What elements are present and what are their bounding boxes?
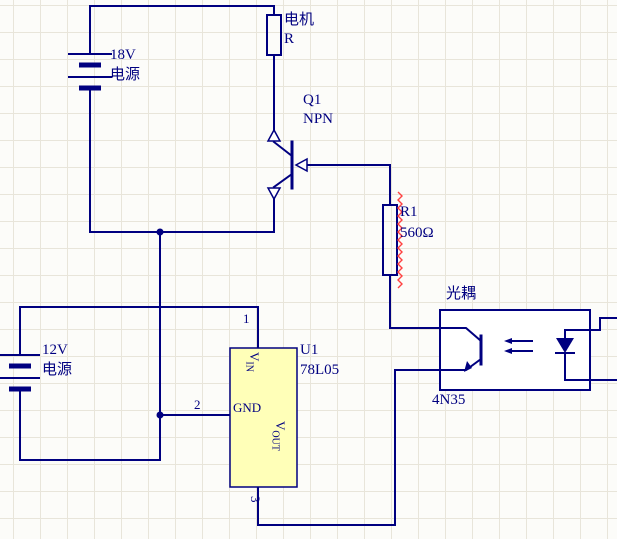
opto-led-icon xyxy=(555,317,617,381)
bat18-name-label: 电源 xyxy=(110,67,141,83)
bat18-voltage-label: 18V xyxy=(110,47,136,63)
opto-phototransistor-icon xyxy=(439,327,483,372)
motor-ref-label: R xyxy=(284,31,295,47)
resistor-r1[interactable] xyxy=(382,204,398,276)
ic-78l05-body[interactable] xyxy=(229,347,298,488)
opto-part-label: 4N35 xyxy=(432,392,466,408)
u1-vin-pin-name: VIN xyxy=(243,352,262,372)
battery-18v[interactable] xyxy=(68,53,112,91)
u1-vout-pin-name: VOUT xyxy=(269,421,288,451)
bat12-voltage-label: 12V xyxy=(42,342,68,358)
transistor-q1[interactable] xyxy=(266,128,308,201)
vin-subscript: IN xyxy=(243,361,255,372)
resistor-motor[interactable] xyxy=(266,14,282,56)
vout-subscript: OUT xyxy=(269,430,281,451)
opto-light-arrows-icon xyxy=(504,338,533,354)
u1-part-label: 78L05 xyxy=(300,362,340,378)
optocoupler-4n35[interactable] xyxy=(439,309,617,391)
u1-ref-label: U1 xyxy=(300,342,319,358)
r1-value-label: 560Ω xyxy=(400,225,434,241)
u1-pin1-number: 1 xyxy=(243,311,250,326)
q1-type-label: NPN xyxy=(303,111,334,127)
opto-name-label: 光耦 xyxy=(446,286,477,302)
u1-pin2-number: 2 xyxy=(194,397,201,412)
r1-ref-label: R1 xyxy=(400,204,418,220)
wire-net[interactable] xyxy=(19,5,441,526)
error-squiggle xyxy=(397,191,403,289)
vout-symbol: V xyxy=(273,421,288,431)
bat12-name-label: 电源 xyxy=(42,362,73,378)
q1-ref-label: Q1 xyxy=(303,92,322,108)
u1-pin3-number: 3 xyxy=(248,496,263,503)
u1-gnd-pin-name: GND xyxy=(233,400,262,415)
battery-12v[interactable] xyxy=(0,354,40,392)
vin-symbol: V xyxy=(247,352,262,362)
motor-name-label: 电机 xyxy=(284,12,315,28)
junction-dots xyxy=(156,228,164,419)
